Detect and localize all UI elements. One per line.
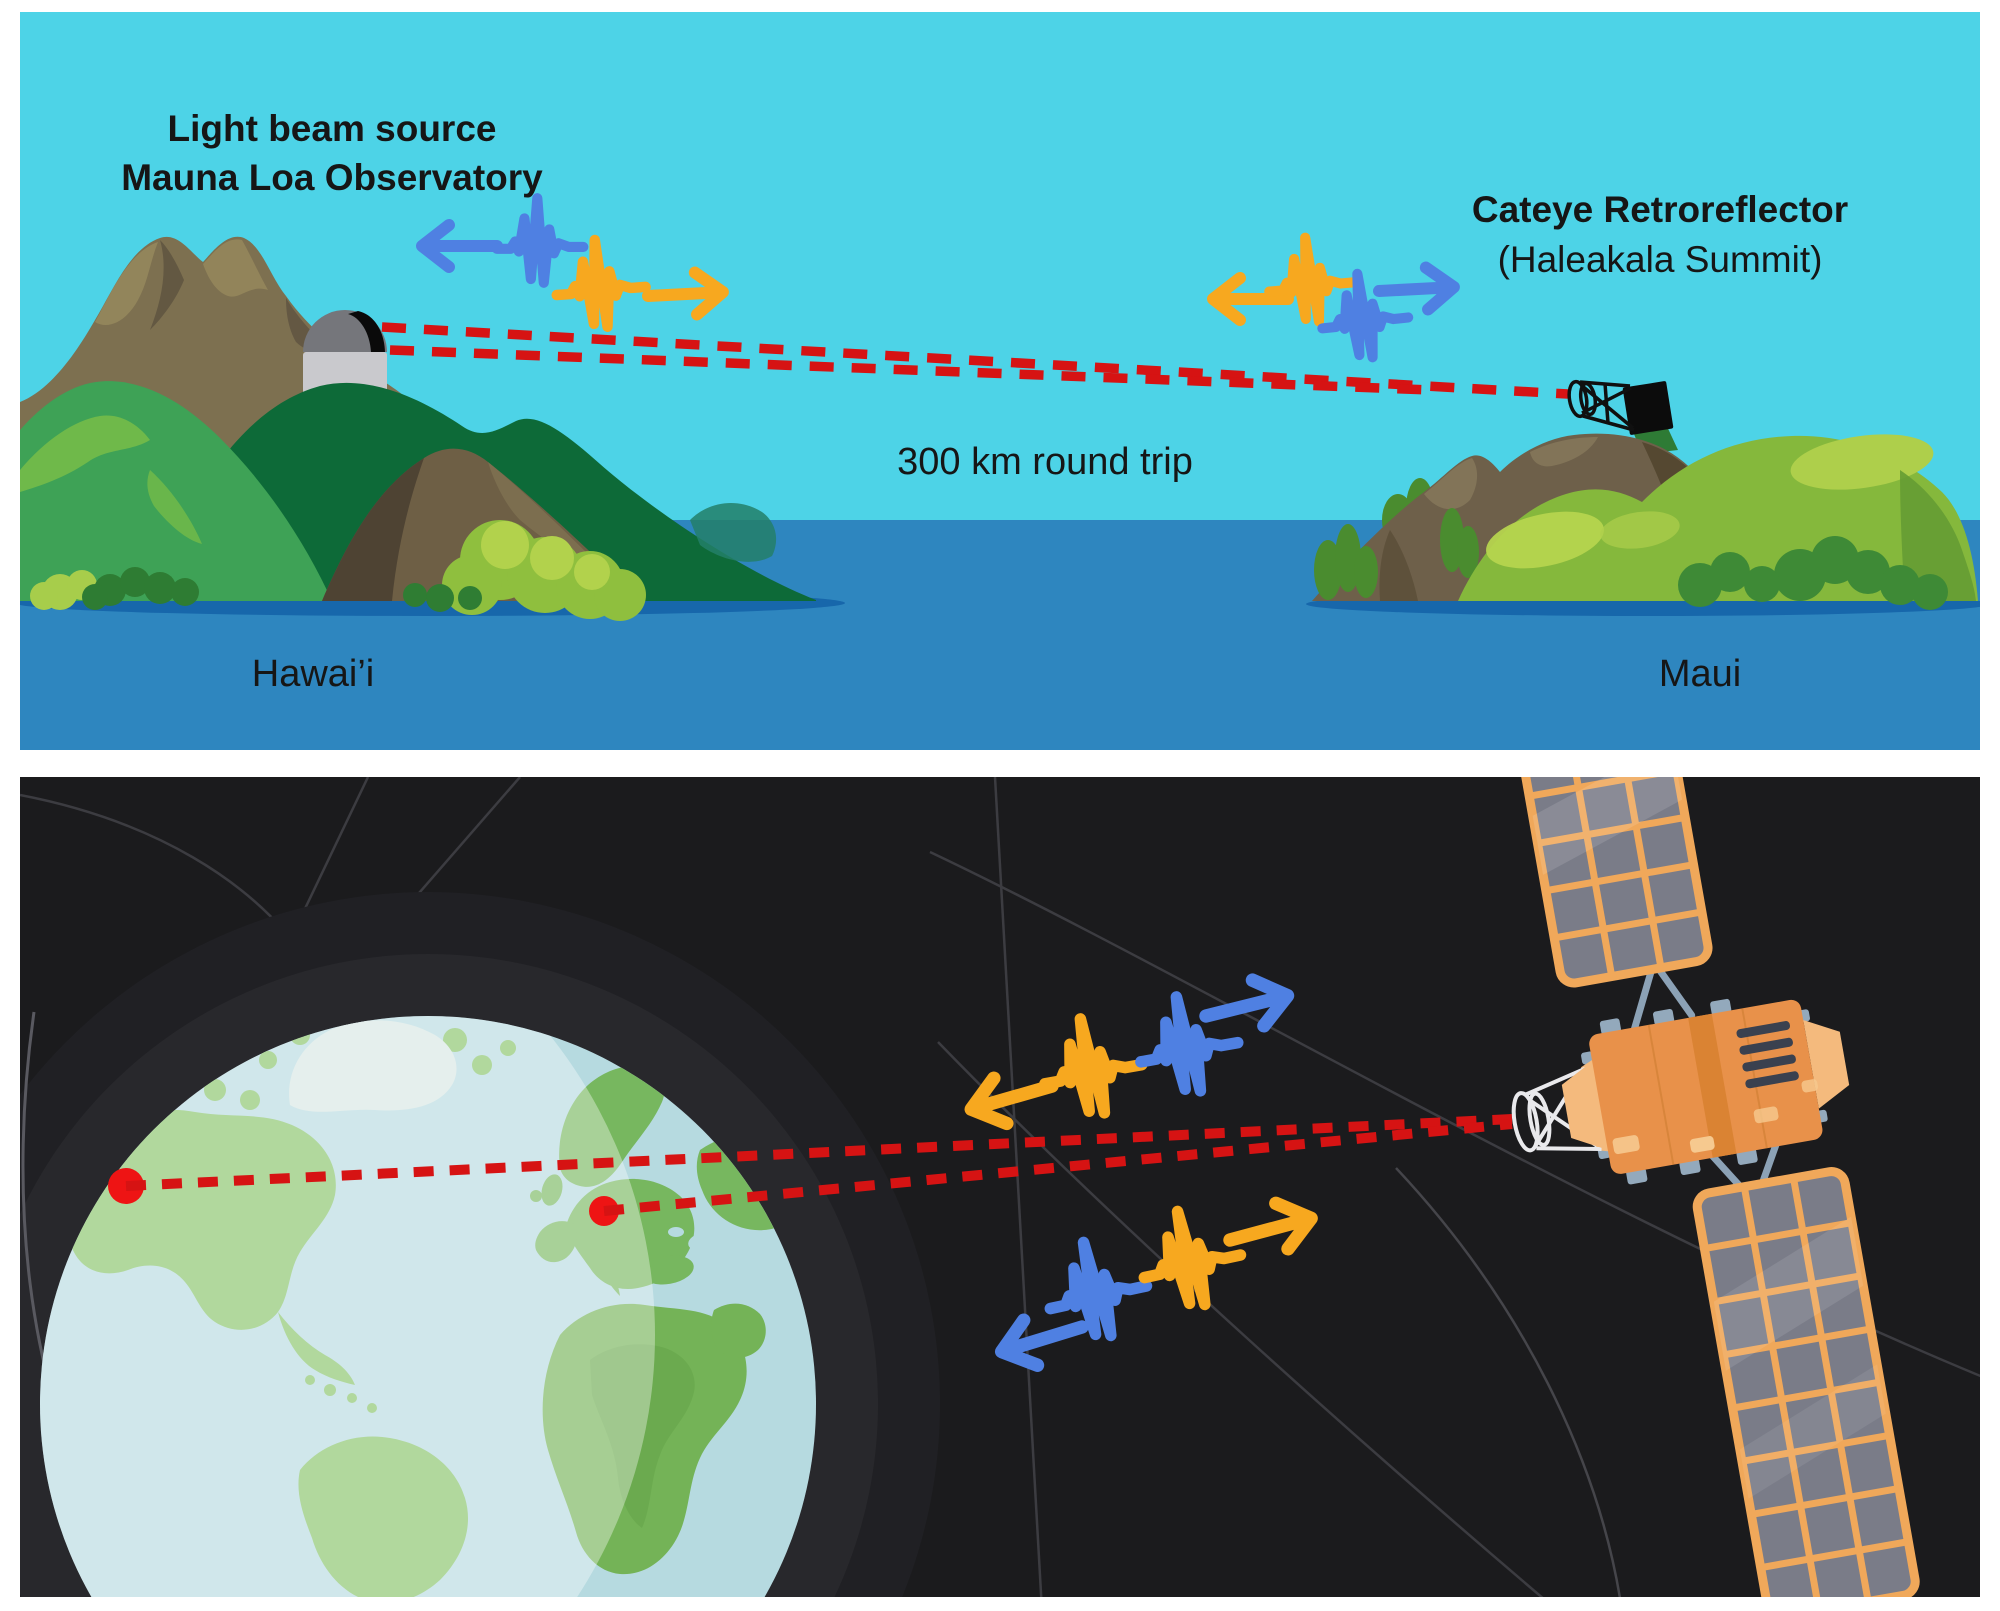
solar-panel-upper (1509, 777, 1713, 988)
reflector-label-line1: Cateye Retroreflector (1472, 189, 1848, 230)
maui-bushes (1678, 536, 1948, 610)
laser-beams-island (381, 322, 1569, 399)
dome-slot (348, 311, 385, 352)
south-america (298, 1436, 468, 1597)
earth-highlight (40, 1016, 655, 1597)
earth-globe (20, 892, 940, 1597)
laser-beam-outgoing (381, 322, 1569, 399)
laser-beam-outgoing (125, 1114, 1513, 1191)
laser-beams-space (125, 1114, 1513, 1216)
laser-beam-returning (389, 345, 1431, 395)
scandinavia (559, 1065, 665, 1187)
reflector-truss (1567, 379, 1635, 432)
dark-bushes (82, 567, 199, 610)
north-america (66, 1109, 336, 1330)
space-link-panel (20, 777, 1980, 1597)
island-label-maui: Maui (1659, 653, 1741, 695)
cateye-retroreflector (1567, 379, 1674, 435)
satellite-flap-left (1561, 1061, 1608, 1150)
island-link-panel: Light beam source Mauna Loa Observatory … (20, 12, 1980, 750)
island-label-hawaii: Hawai’i (252, 653, 374, 695)
light-bushes (30, 570, 97, 610)
satellite (1509, 777, 1920, 1597)
laser-beam-returning (603, 1119, 1513, 1216)
reflector-body (1622, 381, 1674, 435)
maui-island (1312, 379, 1978, 610)
greenland-ice (289, 1020, 457, 1112)
solar-panel-lower (1692, 1167, 1920, 1597)
reflector-label-line2: (Haleakala Summit) (1498, 239, 1823, 280)
distance-label: 300 km round trip (897, 441, 1193, 483)
source-label-line2: Mauna Loa Observatory (121, 157, 543, 198)
hawaii-island (20, 236, 816, 621)
source-label-line1: Light beam source (168, 108, 497, 149)
satellite-flap-right (1803, 1019, 1850, 1109)
satellite-vents (1736, 1021, 1799, 1089)
